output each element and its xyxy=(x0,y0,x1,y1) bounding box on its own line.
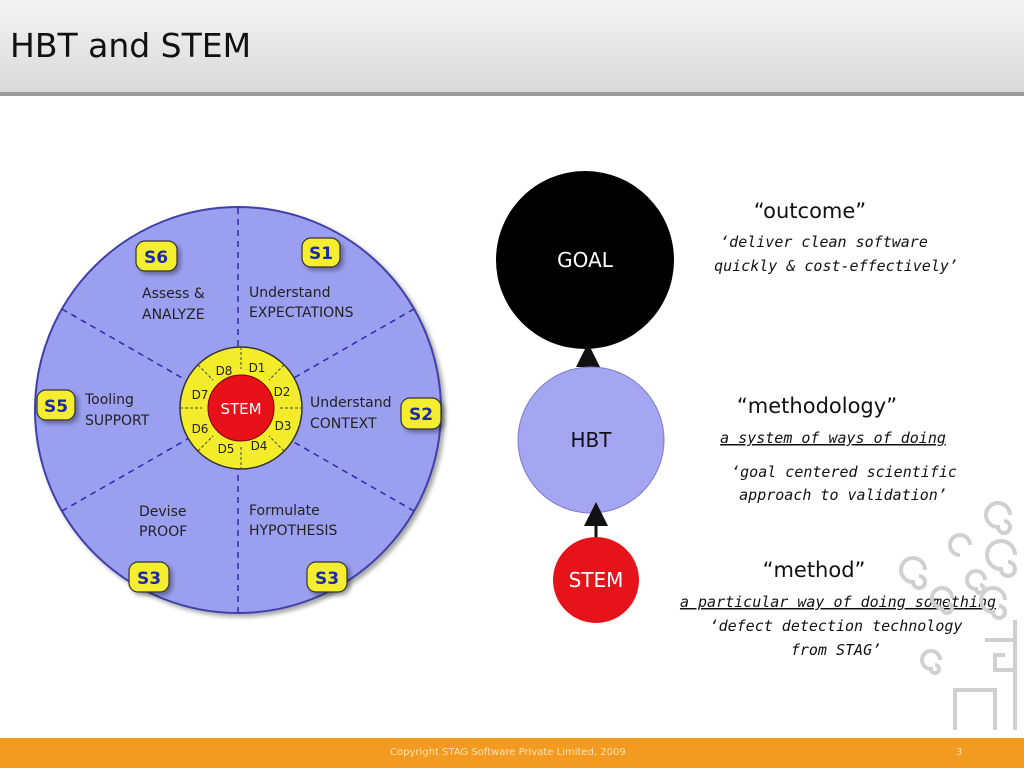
outcome-heading: “outcome” xyxy=(754,199,866,223)
inner-label-d1: D1 xyxy=(249,361,266,375)
s2-line2: CONTEXT xyxy=(310,416,377,432)
footer-bar: Copyright STAG Software Private Limited,… xyxy=(0,738,1024,768)
goal-circle xyxy=(496,171,674,349)
s6-line2: ANALYZE xyxy=(142,307,205,323)
inner-label-d8: D8 xyxy=(216,364,233,378)
badge-s3-right: S3 xyxy=(315,569,339,589)
s3-left-line2: PROOF xyxy=(139,524,187,540)
outcome-line2: quickly & cost-effectively’ xyxy=(714,257,958,275)
wheel-dividers xyxy=(61,208,415,612)
badge-s6: S6 xyxy=(144,248,168,268)
methodology-heading: “methodology” xyxy=(737,394,897,418)
inner-label-d3: D3 xyxy=(275,419,292,433)
method-heading: “method” xyxy=(763,558,866,582)
s3-left-line1: Devise xyxy=(139,504,186,520)
stem-core-label: STEM xyxy=(220,400,261,418)
method-line1: a particular way of doing something xyxy=(680,593,996,611)
s3-right-line1: Formulate xyxy=(249,503,320,519)
goal-label: GOAL xyxy=(557,248,614,272)
method-line3: from STAG’ xyxy=(791,641,881,659)
page-number: 3 xyxy=(956,747,963,758)
inner-label-d6: D6 xyxy=(192,422,209,436)
s1-line2: EXPECTATIONS xyxy=(249,305,354,321)
s1-line1: Understand xyxy=(249,285,331,301)
inner-label-d2: D2 xyxy=(274,385,291,399)
badges xyxy=(36,237,442,593)
badge-s1: S1 xyxy=(309,244,333,264)
header-bar: HBT and STEM xyxy=(0,0,1024,96)
method-line2: ‘defect detection technology xyxy=(710,617,963,635)
inner-label-d4: D4 xyxy=(251,439,268,453)
s6-line1: Assess & xyxy=(142,286,205,302)
discipline-dividers xyxy=(180,347,302,469)
stem-circle xyxy=(553,537,639,623)
inner-label-d7: D7 xyxy=(192,388,209,402)
methodology-line3: approach to validation’ xyxy=(739,486,947,504)
decorative-swirl-icon xyxy=(899,501,1017,730)
s5-line1: Tooling xyxy=(84,392,134,408)
s2-line1: Understand xyxy=(310,395,392,411)
methodology-line2: ‘goal centered scientific xyxy=(731,463,957,481)
s3-right-line2: HYPOTHESIS xyxy=(249,523,337,539)
outcome-line1: ‘deliver clean software xyxy=(720,233,928,251)
page-title: HBT and STEM xyxy=(10,26,252,65)
badge-s2: S2 xyxy=(409,405,433,425)
copyright-text: Copyright STAG Software Private Limited,… xyxy=(390,747,626,758)
stem-label: STEM xyxy=(569,568,624,592)
badge-s5: S5 xyxy=(44,397,68,417)
stem-core xyxy=(207,374,275,442)
s5-line2: SUPPORT xyxy=(85,413,150,429)
methodology-line1: a system of ways of doing xyxy=(720,429,946,447)
inner-label-d5: D5 xyxy=(218,442,235,456)
hbt-label: HBT xyxy=(571,428,613,452)
badge-s3-left: S3 xyxy=(137,569,161,589)
